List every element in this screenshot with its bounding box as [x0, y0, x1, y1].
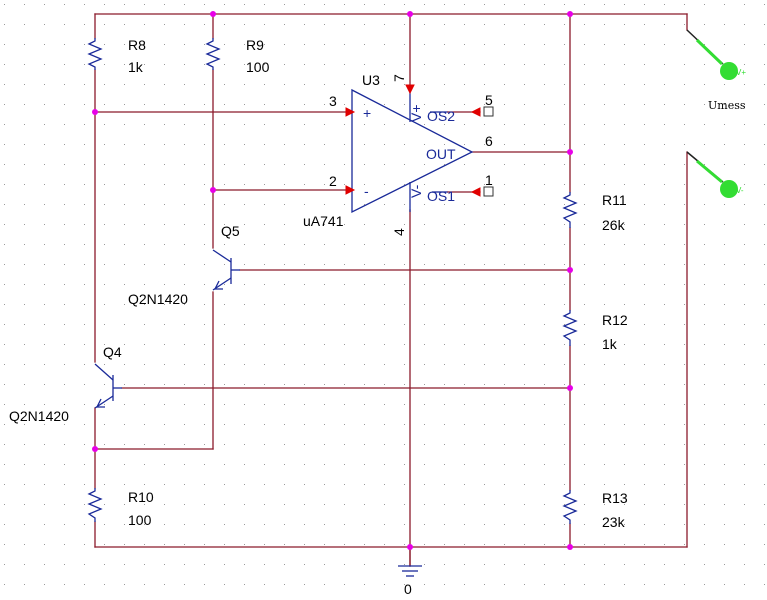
junction-dot [92, 446, 98, 452]
opamp-plus-sign: + [363, 105, 371, 121]
opamp-out-label: OUT [426, 146, 456, 162]
ground-label: 0 [404, 581, 412, 597]
resistor-r9[interactable] [205, 38, 221, 70]
junction-dot [92, 109, 98, 115]
q5-model-label: Q2N1420 [128, 291, 188, 307]
r10-value-label: 100 [128, 512, 152, 528]
r13-ref-label: R13 [602, 490, 628, 506]
q4-model-label: Q2N1420 [9, 408, 69, 424]
transistor-q5[interactable] [212, 249, 240, 291]
probe-negative-label: V- [736, 186, 744, 195]
junction-dot [210, 11, 216, 17]
os1-pin-arrow [470, 187, 481, 197]
junction-dot [567, 267, 573, 273]
q4-ref-label: Q4 [103, 344, 122, 360]
pin-4-number: 4 [391, 228, 407, 236]
resistor-r8[interactable] [87, 38, 103, 70]
voltage-probe-positive[interactable] [686, 29, 738, 80]
r12-ref-label: R12 [602, 312, 628, 328]
junction-dot [567, 149, 573, 155]
vplus-pin-arrow [405, 84, 415, 95]
junctions [92, 11, 573, 550]
r11-ref-label: R11 [602, 192, 627, 208]
r8-value-label: 1k [128, 59, 144, 75]
resistor-r12[interactable] [562, 310, 578, 346]
pin-7-number: 7 [391, 74, 407, 82]
pin-5-number: 5 [485, 92, 493, 108]
opamp-minus-sign: - [364, 183, 369, 199]
opamp-u3[interactable] [345, 84, 494, 214]
r12-value-label: 1k [602, 336, 618, 352]
r8-ref-label: R8 [128, 37, 146, 53]
opamp-model-label: uA741 [303, 213, 344, 229]
opamp-vminus-label: V- [408, 184, 424, 198]
r13-value-label: 23k [602, 514, 626, 530]
voltage-probe-negative[interactable] [686, 151, 738, 198]
r9-value-label: 100 [246, 59, 270, 75]
noninverting-pin-arrow [345, 107, 356, 117]
os2-pin-box [483, 106, 494, 117]
pin-1-number: 1 [485, 172, 493, 188]
os1-pin-box [483, 186, 494, 197]
pin-6-number: 6 [485, 133, 493, 149]
inverting-pin-arrow [345, 185, 356, 195]
opamp-ref-label: U3 [362, 72, 380, 88]
opamp-vplus-label: V+ [408, 104, 424, 122]
transistor-q4[interactable] [94, 363, 122, 409]
resistor-r11[interactable] [562, 192, 578, 228]
resistor-r10[interactable] [87, 488, 103, 522]
opamp-os1-label: OS1 [427, 188, 455, 204]
probe-positive-label: V+ [736, 68, 746, 77]
junction-dot [407, 11, 413, 17]
resistor-r13[interactable] [562, 490, 578, 524]
q5-ref-label: Q5 [221, 223, 240, 239]
junction-dot [407, 544, 413, 550]
pin-2-number: 2 [329, 173, 337, 189]
junction-dot [567, 544, 573, 550]
pin-3-number: 3 [329, 93, 337, 109]
probe-name-label: Umess [708, 99, 746, 112]
junction-dot [210, 187, 216, 193]
opamp-os2-label: OS2 [427, 108, 455, 124]
wires [94, 13, 688, 567]
r11-value-label: 26k [602, 217, 626, 233]
junction-dot [567, 11, 573, 17]
junction-dot [567, 385, 573, 391]
os2-pin-arrow [470, 107, 481, 117]
ground-symbol[interactable] [398, 565, 422, 577]
r9-ref-label: R9 [246, 37, 264, 53]
r10-ref-label: R10 [128, 489, 154, 505]
